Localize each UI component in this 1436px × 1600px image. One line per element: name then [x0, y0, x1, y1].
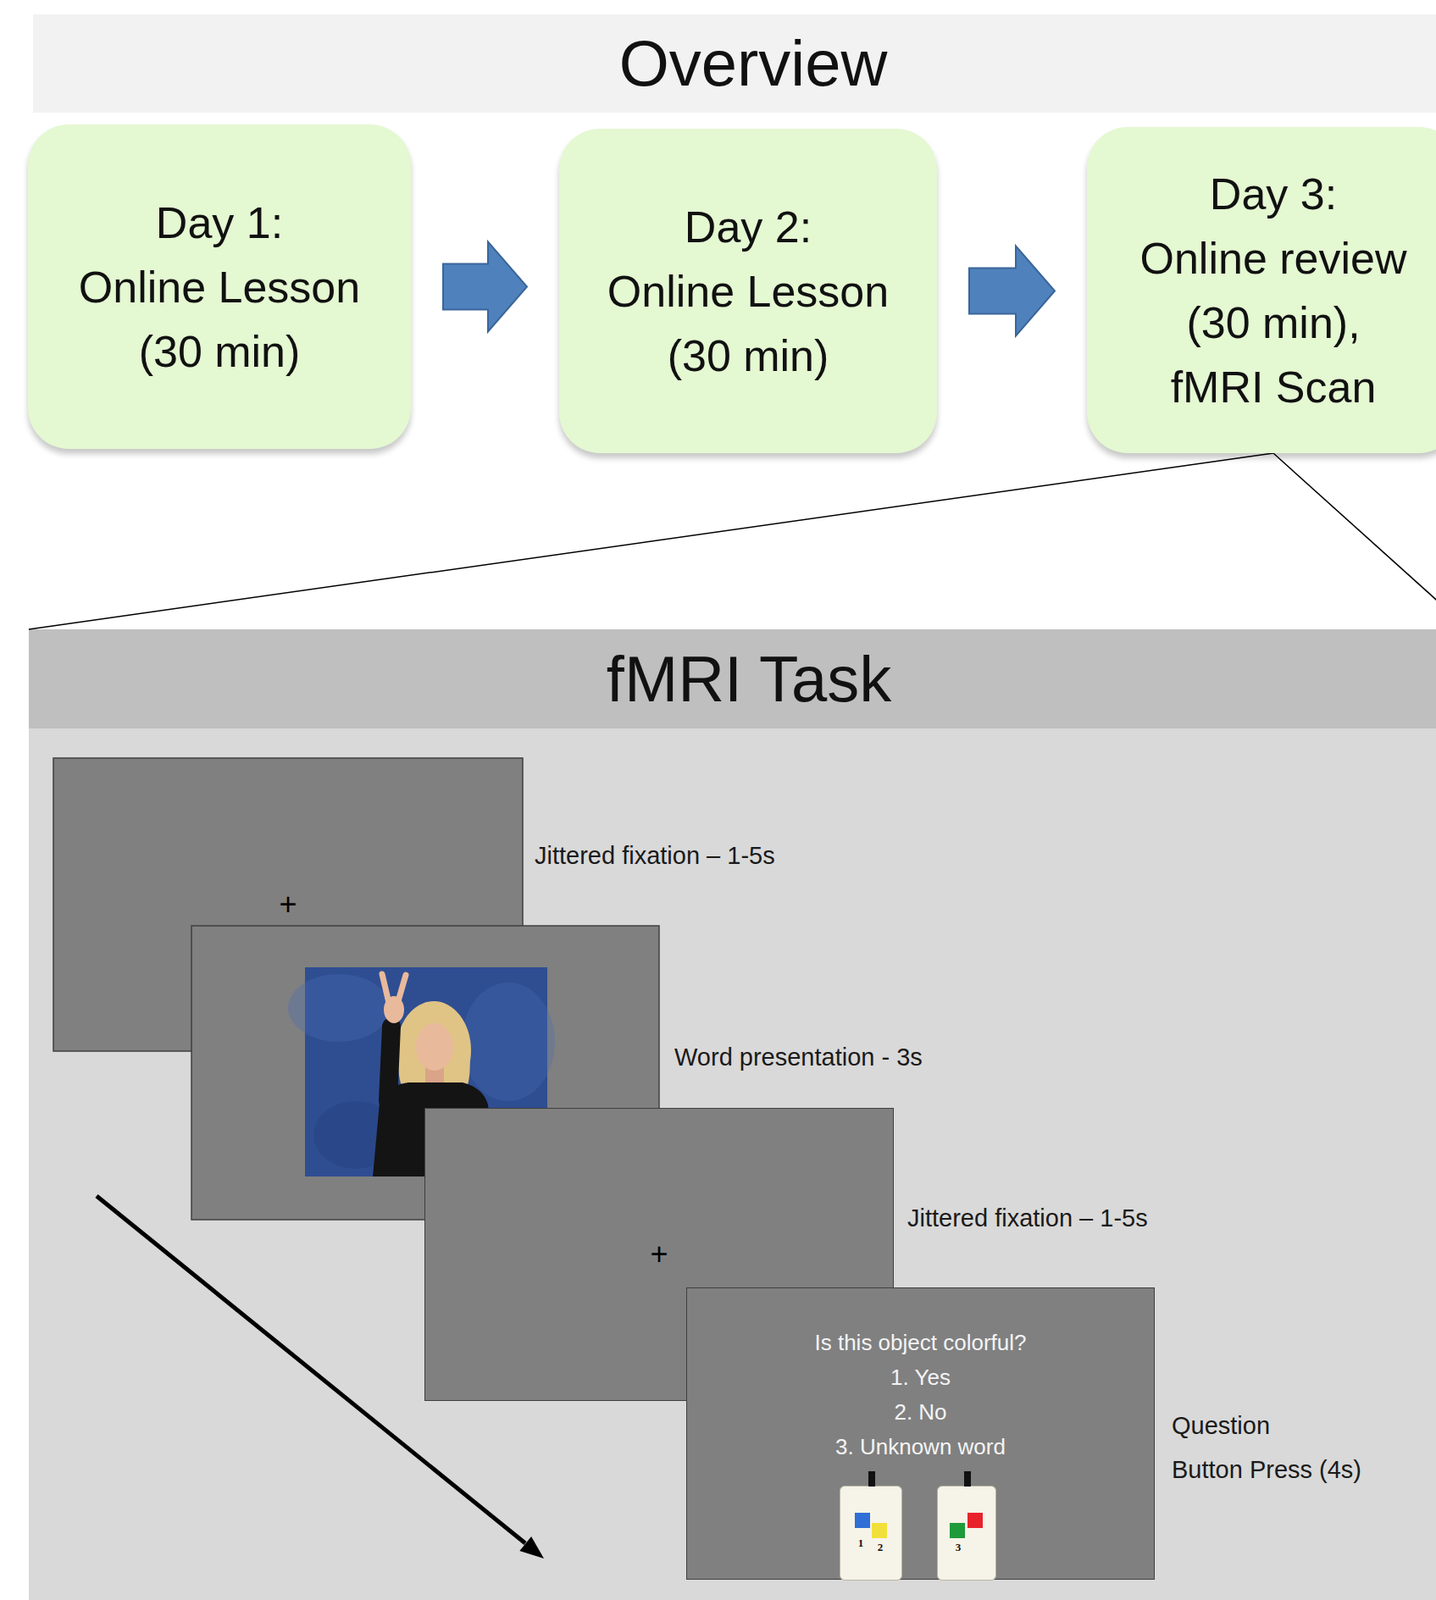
day-box: Day 2:Online Lesson (30 min) [559, 128, 938, 454]
node-text: Online review (30 min), fMRI Scan [1136, 226, 1410, 420]
timing-label: Jittered fixation – 1-5s [534, 840, 776, 871]
node-text: + [278, 887, 297, 922]
button-cord [868, 1471, 876, 1487]
question-screen: Is this object colorful?1. Yes2. No3. Un… [686, 1287, 1155, 1581]
node-text: Day 2: [578, 194, 918, 260]
button-box: 3 [937, 1485, 997, 1581]
node-text: Day 1: [49, 190, 389, 256]
face [415, 1023, 454, 1071]
node-text: Online Lesson (30 min) [578, 259, 918, 389]
button-key [949, 1523, 965, 1539]
timing-label: Button Press (4s) [1171, 1454, 1362, 1486]
button-keys [937, 1486, 998, 1582]
backdrop-mottle [288, 974, 390, 1043]
timing-label: Question [1171, 1410, 1270, 1442]
fixation-screen: + [53, 758, 523, 1052]
button-key [854, 1513, 871, 1529]
task-panel-ground [28, 629, 1436, 1600]
timing-label: Word presentation - 3s [674, 1042, 923, 1073]
button-number: 1 [858, 1537, 865, 1550]
button-key [871, 1523, 888, 1539]
timing-label: Jittered fixation – 1-5s [907, 1203, 1148, 1234]
node-text: Is this object colorful? [814, 1325, 1026, 1361]
block-arrow [969, 246, 1055, 337]
section-band: Overview [33, 14, 1436, 113]
button-box: 12 [839, 1485, 903, 1581]
task-panel-header-band [28, 629, 1436, 729]
time-arrow-head [519, 1536, 544, 1559]
button-cord [964, 1471, 971, 1487]
node-text: 1. Yes [890, 1360, 951, 1396]
button-number: 2 [877, 1541, 884, 1554]
block-arrow [443, 242, 527, 333]
node-text: 2. No [893, 1395, 947, 1431]
node-text: + [649, 1237, 668, 1272]
panel-heading: fMRI Task [28, 629, 1436, 729]
day-box: Day 1:Online Lesson (30 min) [27, 124, 411, 450]
fingers [382, 974, 406, 1004]
raised-arm [388, 1026, 392, 1102]
button-number: 3 [955, 1541, 962, 1554]
day-box: Day 3:Online review (30 min), fMRI Scan [1086, 127, 1436, 454]
node-text: 3. Unknown word [835, 1430, 1006, 1465]
node-text: Online Lesson (30 min) [49, 255, 389, 384]
button-key [967, 1513, 983, 1529]
node-text: Day 3: [1136, 161, 1410, 227]
zoom-lines [28, 453, 1436, 630]
node-text: Overview [619, 25, 888, 102]
task-panel: fMRI Task + + Is this object colorful?1. Ye… [28, 629, 1436, 1600]
backdrop-mottle [461, 982, 555, 1102]
button-keys [840, 1486, 904, 1582]
